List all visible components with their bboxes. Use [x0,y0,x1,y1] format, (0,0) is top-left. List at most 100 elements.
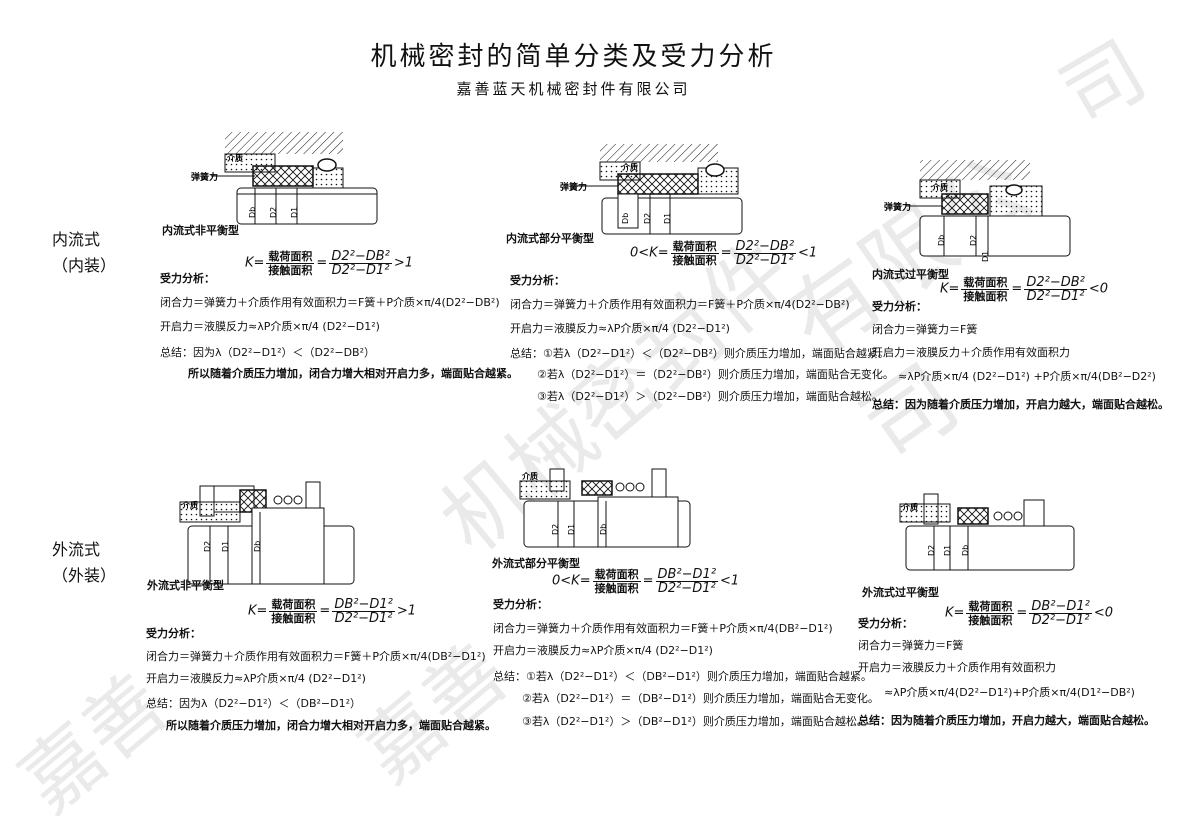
p6-closing: 闭合力＝弹簧力＝F簧 [858,639,964,652]
p6-k-eq: = [1016,605,1028,621]
p3-k-frac-words: 载荷面积接触面积 [961,276,1010,303]
diagram-inner-over: 弹簧力 介质 Db D2 D1 [884,160,1071,262]
p2-k-eq: = [720,245,732,261]
label-d1: D1 [663,213,672,224]
o-ring [705,163,725,177]
p2-caption: 内流式部分平衡型 [506,232,594,245]
p4-k-den: 接触面积 [271,612,316,625]
label-d1: D1 [981,251,990,262]
p4-k-mnum: DB²−D1² [332,597,395,612]
spring-seat [651,468,667,498]
p6-k-mnum: DB²−D1² [1029,599,1092,614]
p5-k-left: 0<K= [552,573,591,589]
p2-closing: 闭合力＝弹簧力＋介质作用有效面积力＝F簧＋P介质×π/4(D2²−DB²) [510,298,850,311]
p1-summary2: 所以随着介质压力增加，闭合力增大相对开启力多，端面贴合越紧。 [188,367,518,380]
p3-k-left: K= [940,281,960,297]
p1-caption: 内流式非平衡型 [162,224,239,237]
seal-ring [581,480,613,496]
housing-hatch [225,132,343,154]
p6-k-mden: D2²−D1² [1031,613,1090,628]
p2-k-left: 0<K= [630,245,669,261]
diagram-inner-partial: 弹簧力 介质 Db D2 D1 [560,144,743,235]
p6-opening2: ≈λP介质×π/4(D2²−D1²)+P介质×π/4(D1²−DB²) [884,686,1135,699]
p4-k-frac-words: 载荷面积接触面积 [269,598,318,625]
label-spring-force: 弹簧力 [560,181,587,193]
p3-caption: 内流式过平衡型 [872,268,949,281]
p3-k-den: 接触面积 [963,290,1008,303]
p4-k-eq: = [319,603,331,619]
label-d2: D2 [203,541,212,552]
p1-opening: 开启力＝液膜反力≈λP介质×π/4 (D2²−D1²) [160,320,380,333]
p1-k-den: 接触面积 [268,264,313,277]
p5-summary3: ③若λ（D2²−D1²）＞（DB²−D1²）则介质压力增加，端面贴合越松。 [522,715,868,728]
p3-force-label: 受力分析： [872,300,927,313]
p2-k-num: 载荷面积 [670,240,719,254]
label-d2: D2 [551,524,560,535]
p6-k-frac-words: 载荷面积接触面积 [966,600,1015,627]
p5-closing: 闭合力＝弹簧力＋介质作用有效面积力＝F簧＋P介质×π/4(DB²−D1²) [493,622,833,635]
label-d1: D1 [567,524,576,535]
p2-summary3: ③若λ（D2²−D1²）＞（D2²−DB²）则介质压力增加，端面贴合越松。 [537,390,883,403]
label-medium: 介质 [181,500,198,510]
label-db: Db [599,524,608,535]
shaft [919,215,1071,257]
p4-opening: 开启力＝液膜反力≈λP介质×π/4 (D2²−D1²) [146,672,366,685]
p2-k-frac-words: 载荷面积接触面积 [670,240,719,267]
p5-summary2: ②若λ（D2²−D1²）＝（DB²−D1²）则介质压力增加，端面贴合无变化。 [522,692,879,705]
p1-k-left: K= [245,255,265,271]
diagram-inner-unbalanced: 弹簧力 介质 Db D2 D1 [191,132,378,225]
p5-k-num: 载荷面积 [592,568,641,582]
label-d1: D1 [943,545,952,556]
p4-k-left: K= [248,603,268,619]
row-label-outer: 外流式 （外装） [52,537,116,589]
p2-k-mden: D2²−D1² [735,253,794,268]
p2-k-mnum: D2²−DB² [733,239,797,254]
p6-caption: 外流式过平衡型 [862,586,939,599]
p5-caption: 外流式部分平衡型 [492,557,580,570]
p4-closing: 闭合力＝弹簧力＋介质作用有效面积力＝F簧＋P介质×π/4(DB²−D1²) [146,650,486,663]
p5-k-frac-words: 载荷面积接触面积 [592,568,641,595]
sleeve [617,193,639,229]
label-medium: 介质 [901,502,918,512]
p1-summary1: 总结：因为λ（D2²−D1²）＜（D2²−DB²） [160,346,376,359]
seal-ring [252,165,314,187]
label-medium: 介质 [931,182,948,192]
p5-k-mden: D2²−D1² [657,581,716,596]
p6-force-label: 受力分析： [858,617,913,630]
p1-k-mnum: D2²−DB² [329,249,392,264]
p2-k-cmp: <1 [798,245,818,261]
p6-k-num: 载荷面积 [966,600,1015,614]
p5-k-mnum: DB²−D1² [655,567,719,582]
p3-k-mnum: D2²−DB² [1024,275,1087,290]
label-d1: D1 [290,207,299,218]
label-medium: 介质 [521,471,538,481]
shaft [236,187,378,225]
row-label-inner: 内流式 （内装） [52,227,116,279]
o-ring [1005,184,1023,196]
sleeve [251,507,325,585]
label-spring-force: 弹簧力 [191,171,218,183]
p1-closing: 闭合力＝弹簧力＋介质作用有效面积力＝F簧＋P介质×π/4(D2²−DB²) [160,296,500,309]
p3-opening2: ≈λP介质×π/4 (D2²−D1²) +P介质×π/4(DB²−D2²) [898,370,1156,383]
spring-seat [1023,499,1045,529]
p6-k-cmp: <0 [1093,605,1114,621]
page-subtitle: 嘉善蓝天机械密封件有限公司 [456,80,691,98]
p5-k-cmp: <1 [720,573,740,589]
seal-ring [957,507,989,525]
p2-summary2: ②若λ（D2²−D1²）＝（D2²−DB²）则介质压力增加，端面贴合无变化。 [537,368,894,381]
p3-closing: 闭合力＝弹簧力＝F簧 [872,323,978,336]
shaft [905,525,1075,571]
p5-k-den: 接触面积 [594,582,639,595]
seal-ring [941,193,989,215]
medium-region [899,503,951,523]
p6-k-den: 接触面积 [968,614,1013,627]
p1-k-cmp: >1 [393,255,414,271]
p4-caption: 外流式非平衡型 [147,579,224,592]
p3-k-num: 载荷面积 [961,276,1010,290]
p4-k-cmp: >1 [396,603,417,619]
